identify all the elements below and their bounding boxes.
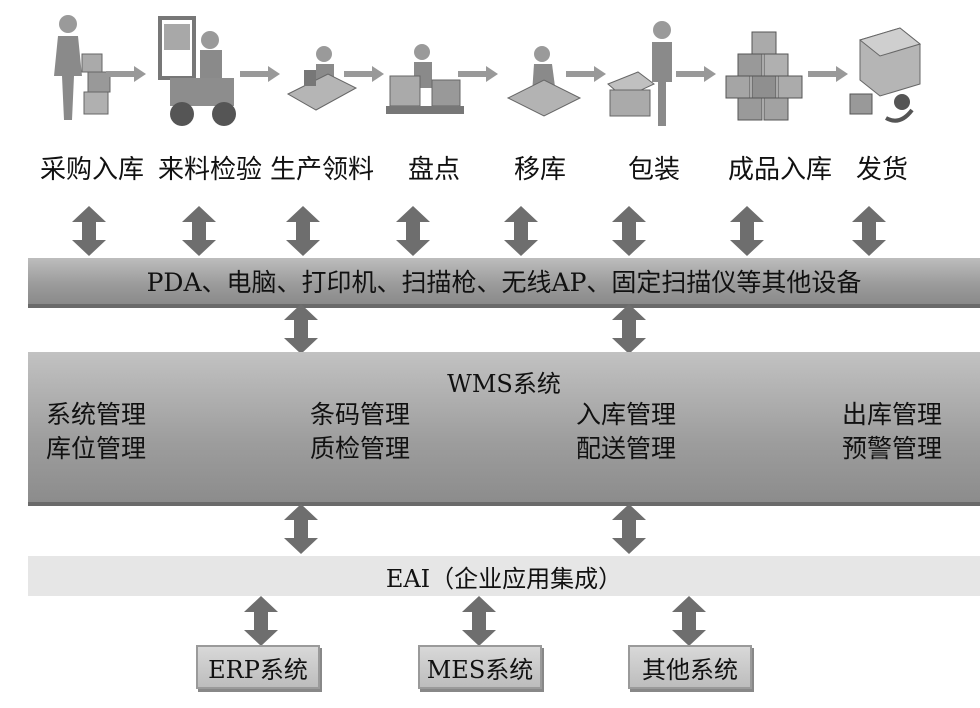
flow-arrow-icon [240, 66, 280, 82]
wms-module-barcode-management: 条码管理 [310, 400, 411, 429]
pallet-transfer-icon [506, 46, 582, 117]
double-arrow-icon [612, 304, 646, 354]
delivery-truck-icon [849, 27, 922, 123]
step-label-transfer: 移库 [513, 155, 566, 185]
step-label-purchase-inbound: 采购入库 [39, 155, 144, 185]
double-arrow-icon [462, 596, 496, 646]
double-arrow-icon [852, 206, 886, 256]
double-arrow-icon [672, 596, 706, 646]
flow-arrow-icon [458, 66, 498, 82]
mes-system-box: MES系统 [418, 645, 542, 689]
flow-arrow-icon [344, 66, 384, 82]
double-arrow-icon [182, 206, 216, 256]
device-layer-label: PDA、电脑、打印机、扫描枪、无线AP、固定扫描仪等其他设备 [146, 268, 862, 297]
flow-arrow-icon [566, 66, 606, 82]
device-layer-bar: PDA、电脑、打印机、扫描枪、无线AP、固定扫描仪等其他设备 [28, 258, 980, 304]
wms-module-quality-inspection-management: 质检管理 [310, 434, 411, 463]
step-label-production-picking: 生产领料 [269, 155, 374, 185]
wms-module-inbound-management: 入库管理 [576, 400, 677, 429]
step-label-finished-goods-inbound: 成品入库 [727, 155, 832, 185]
flow-arrow-icon [808, 66, 848, 82]
wms-module-group: 系统管理 库位管理 [46, 398, 146, 466]
wms-module-alert-management: 预警管理 [842, 434, 943, 463]
wms-title: WMS系统 [447, 370, 561, 398]
wms-module-group: 条码管理 质检管理 [310, 398, 410, 466]
packing-worker-icon [607, 21, 672, 126]
step-label-packing: 包装 [627, 155, 680, 185]
inventory-count-icon [386, 44, 464, 114]
eai-integration-bar: EAI（企业应用集成） [28, 556, 980, 596]
flow-arrow-icon [106, 66, 146, 82]
forklift-operator-icon [158, 16, 236, 126]
wms-module-group: 出库管理 预警管理 [842, 398, 942, 466]
eai-label: EAI（企业应用集成） [385, 564, 623, 593]
wms-module-delivery-management: 配送管理 [576, 434, 677, 463]
other-systems-box: 其他系统 [628, 645, 752, 689]
double-arrow-icon [612, 504, 646, 554]
wms-module-system-management: 系统管理 [46, 400, 147, 429]
flow-arrow-icon [676, 66, 716, 82]
double-arrow-icon [284, 504, 318, 554]
double-arrow-icon [286, 206, 320, 256]
double-arrow-icon [730, 206, 764, 256]
erp-system-box: ERP系统 [196, 645, 320, 689]
wms-module-outbound-management: 出库管理 [842, 400, 943, 429]
step-label-incoming-inspection: 来料检验 [157, 155, 262, 185]
double-arrow-icon [284, 304, 318, 354]
double-arrow-icon [396, 206, 430, 256]
double-arrow-icon [72, 206, 106, 256]
step-label-shipping: 发货 [855, 155, 908, 185]
double-arrow-icon [612, 206, 646, 256]
double-arrow-icon [504, 206, 538, 256]
worker-with-boxes-icon [54, 15, 111, 120]
wms-module-group: 入库管理 配送管理 [576, 398, 676, 466]
stacked-boxes-icon [725, 31, 803, 121]
double-arrow-icon [244, 596, 278, 646]
wms-module-location-management: 库位管理 [46, 434, 147, 463]
wms-system-box: WMS系统 系统管理 库位管理 条码管理 质检管理 入库管理 配送管理 出库管理… [28, 352, 980, 502]
step-label-stocktaking: 盘点 [407, 155, 460, 185]
worker-at-desk-icon [286, 46, 358, 111]
